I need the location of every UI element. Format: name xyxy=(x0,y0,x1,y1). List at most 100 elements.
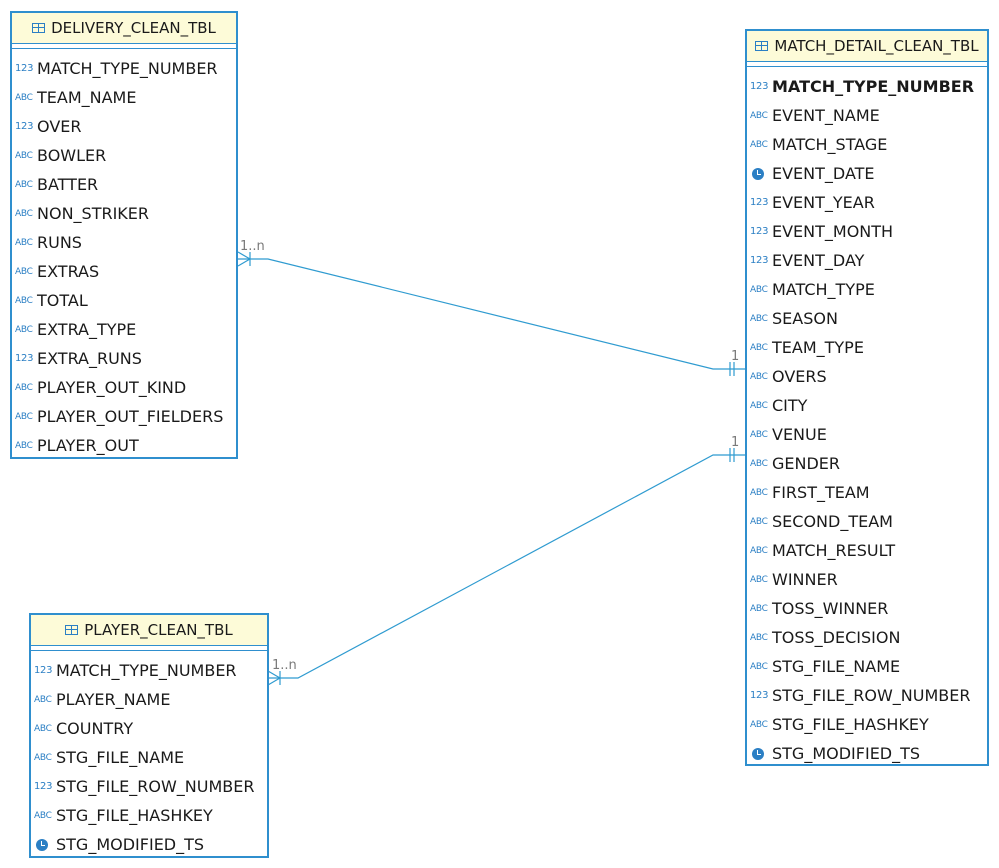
column-name: EVENT_YEAR xyxy=(772,193,875,212)
column-row[interactable]: ABC TEAM_NAME xyxy=(12,83,236,112)
column-name: MATCH_TYPE_NUMBER xyxy=(56,661,237,680)
column-name: PLAYER_NAME xyxy=(56,690,171,709)
column-name: PLAYER_OUT_KIND xyxy=(37,378,187,397)
column-name: CITY xyxy=(772,396,808,415)
column-row[interactable]: ABC TEAM_TYPE xyxy=(747,333,987,362)
column-name: STG_MODIFIED_TS xyxy=(772,744,921,763)
entity-header[interactable]: DELIVERY_CLEAN_TBL xyxy=(12,13,236,44)
string-type-icon: ABC xyxy=(750,139,768,150)
column-name: EXTRA_RUNS xyxy=(37,349,142,368)
numeric-type-icon: 123 xyxy=(750,197,769,208)
column-name: MATCH_TYPE_NUMBER xyxy=(772,77,975,96)
column-row[interactable]: STG_MODIFIED_TS xyxy=(747,739,987,768)
column-name: GENDER xyxy=(772,454,841,473)
column-name: TEAM_NAME xyxy=(37,88,137,107)
column-row[interactable]: ABC EXTRA_TYPE xyxy=(12,315,236,344)
column-name: STG_MODIFIED_TS xyxy=(56,835,205,854)
string-type-icon: ABC xyxy=(750,342,768,353)
string-type-icon: ABC xyxy=(15,440,33,451)
string-type-icon: ABC xyxy=(15,179,33,190)
column-name: RUNS xyxy=(37,233,82,252)
clock-icon xyxy=(752,747,764,760)
numeric-type-icon: 123 xyxy=(34,781,53,792)
entity-header[interactable]: PLAYER_CLEAN_TBL xyxy=(31,615,267,646)
numeric-type-icon: 123 xyxy=(34,665,53,676)
relationship-delivery-match[interactable]: 1..n 1 xyxy=(237,239,746,376)
column-row[interactable]: EVENT_DATE xyxy=(747,159,987,188)
cardinality-match-1: 1 xyxy=(731,349,739,364)
string-type-icon: ABC xyxy=(750,516,768,527)
string-type-icon: ABC xyxy=(15,92,33,103)
column-name: PLAYER_OUT xyxy=(37,436,139,455)
clock-icon xyxy=(36,838,48,851)
column-name: WINNER xyxy=(772,570,838,589)
column-name: TEAM_TYPE xyxy=(772,338,864,357)
entity-header[interactable]: MATCH_DETAIL_CLEAN_TBL xyxy=(747,31,987,62)
relationship-player-match[interactable]: 1..n 1 xyxy=(267,435,746,686)
numeric-type-icon: 123 xyxy=(750,226,769,237)
column-name: EVENT_DAY xyxy=(772,251,865,270)
string-type-icon: ABC xyxy=(750,603,768,614)
numeric-type-icon: 123 xyxy=(15,121,34,132)
column-name: EXTRA_TYPE xyxy=(37,320,137,339)
string-type-icon: ABC xyxy=(750,458,768,469)
string-type-icon: ABC xyxy=(15,266,33,277)
header-divider xyxy=(12,44,236,49)
table-icon xyxy=(755,41,769,51)
string-type-icon: ABC xyxy=(15,324,33,335)
header-divider xyxy=(747,62,987,67)
string-type-icon: ABC xyxy=(750,632,768,643)
column-row[interactable]: ABC GENDER xyxy=(747,449,987,478)
string-type-icon: ABC xyxy=(15,295,33,306)
column-row[interactable]: STG_MODIFIED_TS xyxy=(31,830,267,859)
clock-icon xyxy=(752,167,764,180)
column-row[interactable]: ABC PLAYER_OUT xyxy=(12,431,236,460)
column-name: EVENT_DATE xyxy=(772,164,875,183)
column-name: STG_FILE_ROW_NUMBER xyxy=(56,777,255,796)
header-divider xyxy=(31,646,267,651)
